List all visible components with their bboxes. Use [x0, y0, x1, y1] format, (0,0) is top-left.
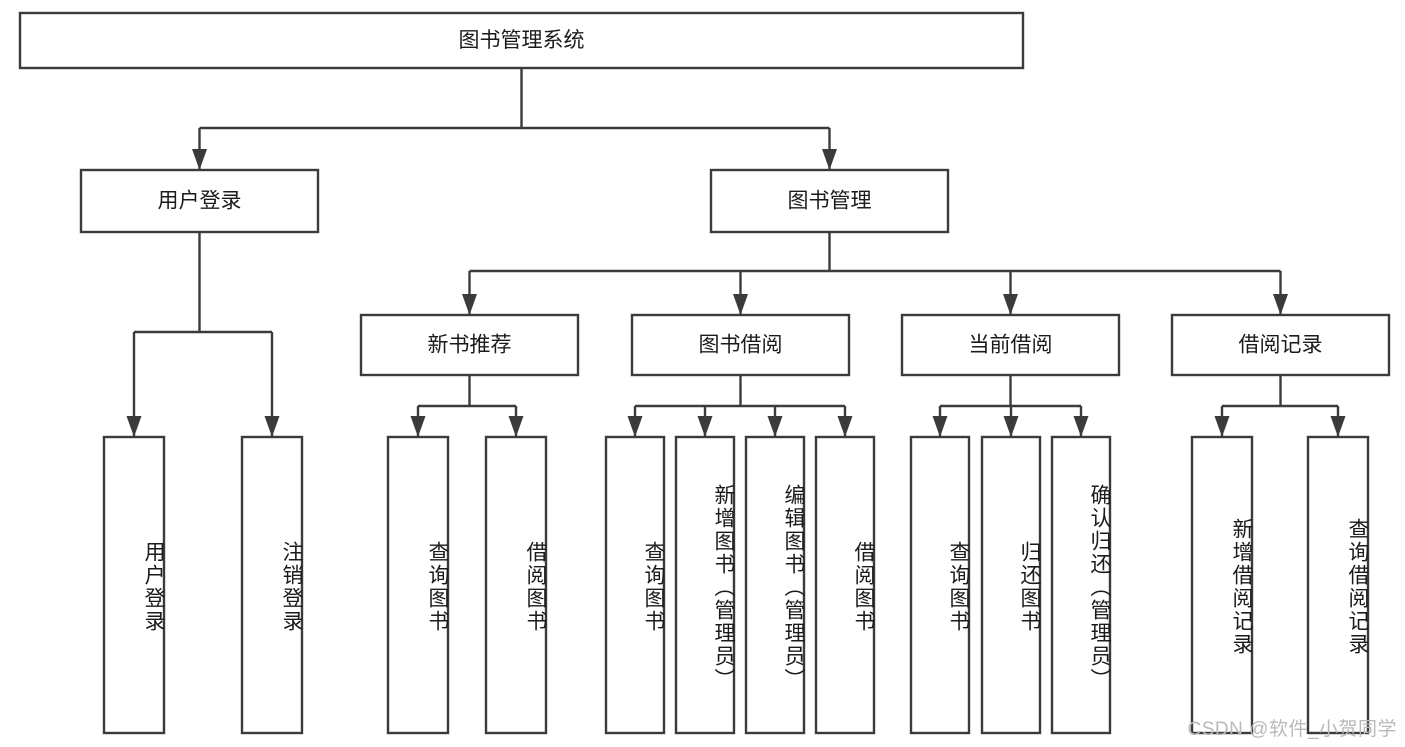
node-box-leaf-edit-book-admin[interactable] — [744, 435, 806, 735]
node-box-new-book-recommend[interactable] — [359, 313, 580, 377]
edge-new-book-recommend-to-leaves-arrow-icon — [508, 416, 524, 437]
node-label-book-management: 图书管理 — [788, 190, 872, 213]
node-box-leaf-query-borrow-record[interactable] — [1306, 435, 1370, 735]
node-box-leaf-borrow-book-2[interactable] — [814, 435, 876, 735]
node-box-leaf-confirm-return-admin[interactable] — [1050, 435, 1112, 735]
node-box-leaf-query-book-1[interactable] — [386, 435, 450, 735]
node-label-new-book-recommend: 新书推荐 — [428, 334, 512, 357]
node-box-book-borrow[interactable] — [630, 313, 851, 377]
edge-current-borrow-to-leaves-arrow-icon — [1003, 416, 1019, 437]
node-box-leaf-add-book-admin[interactable] — [674, 435, 736, 735]
node-box-leaf-user-login[interactable] — [102, 435, 166, 735]
edge-book-management-to-level2-arrow-icon — [462, 294, 477, 315]
node-label-borrow-record: 借阅记录 — [1239, 334, 1323, 357]
node-box-root[interactable] — [18, 11, 1025, 70]
node-label-book-borrow: 图书借阅 — [699, 334, 783, 357]
connectors-layer — [126, 68, 1346, 437]
watermark-text: CSDN @软件_小贺同学 — [1187, 719, 1397, 740]
node-box-leaf-query-book-2[interactable] — [604, 435, 666, 735]
edge-current-borrow-to-leaves-arrow-icon — [932, 416, 948, 437]
node-box-leaf-add-borrow-record[interactable] — [1190, 435, 1254, 735]
node-box-book-management[interactable] — [709, 168, 950, 234]
node-box-leaf-return-book[interactable] — [980, 435, 1042, 735]
edge-current-borrow-to-leaves-arrow-icon — [1073, 416, 1089, 437]
node-box-leaf-borrow-book-1[interactable] — [484, 435, 548, 735]
node-box-borrow-record[interactable] — [1170, 313, 1391, 377]
edge-borrow-record-to-leaves-arrow-icon — [1330, 416, 1346, 437]
edge-book-management-to-level2-arrow-icon — [1003, 294, 1018, 315]
edge-root-to-level1-arrow-icon — [192, 149, 207, 170]
edge-borrow-record-to-leaves-arrow-icon — [1214, 416, 1230, 437]
boxes-layer — [18, 11, 1391, 735]
edge-book-management-to-level2-arrow-icon — [1273, 294, 1288, 315]
edge-book-borrow-to-leaves-arrow-icon — [767, 416, 783, 437]
edge-book-borrow-to-leaves-arrow-icon — [837, 416, 853, 437]
node-box-user-login[interactable] — [79, 168, 320, 234]
node-box-current-borrow[interactable] — [900, 313, 1121, 377]
node-label-root: 图书管理系统 — [459, 29, 585, 52]
edge-user-login-to-leaves-arrow-icon — [264, 416, 280, 437]
edge-root-to-level1-arrow-icon — [822, 149, 837, 170]
edge-user-login-to-leaves-arrow-icon — [126, 416, 142, 437]
edge-book-management-to-level2-arrow-icon — [733, 294, 748, 315]
node-box-leaf-query-book-3[interactable] — [909, 435, 971, 735]
edge-book-borrow-to-leaves-arrow-icon — [627, 416, 643, 437]
node-label-current-borrow: 当前借阅 — [969, 334, 1053, 357]
edge-new-book-recommend-to-leaves-arrow-icon — [410, 416, 426, 437]
edge-book-borrow-to-leaves-arrow-icon — [697, 416, 713, 437]
node-label-user-login: 用户登录 — [158, 190, 242, 213]
node-box-leaf-logout-login[interactable] — [240, 435, 304, 735]
